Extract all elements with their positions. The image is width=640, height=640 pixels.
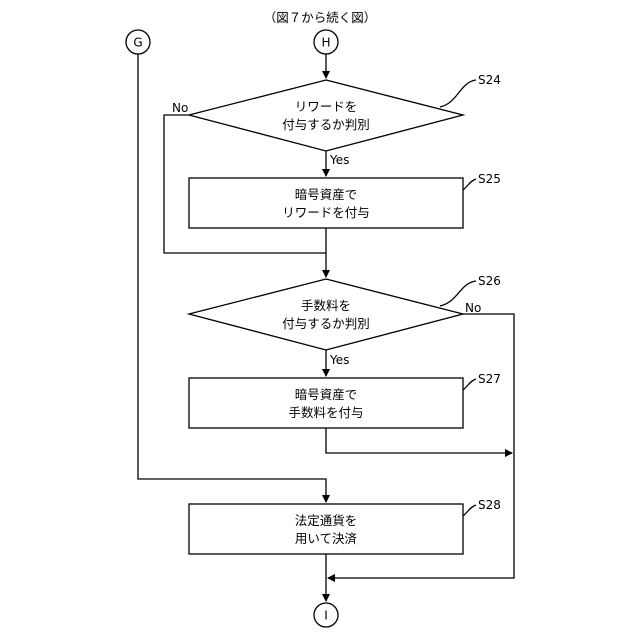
process-s25: 暗号資産で リワードを付与 (189, 178, 463, 228)
s24-no-label: No (172, 101, 188, 115)
s28-step-id: S28 (478, 498, 501, 512)
connector-h: H (314, 30, 338, 54)
connector-h-label: H (321, 36, 330, 50)
decision-s26: 手数料を 付与するか判別 (189, 279, 463, 350)
s26-step-id: S26 (478, 274, 501, 288)
s26-line2: 付与するか判別 (282, 316, 370, 331)
s28-leader (463, 505, 476, 516)
s26-line1: 手数料を (301, 298, 351, 313)
s27-line2: 手数料を付与 (288, 405, 363, 420)
decision-s24: リワードを 付与するか判別 (189, 80, 463, 151)
connector-g-label: G (133, 36, 142, 50)
process-s27: 暗号資産で 手数料を付与 (189, 378, 463, 428)
s27-line1: 暗号資産で (295, 387, 358, 402)
connector-g: G (126, 30, 150, 54)
s24-line1: リワードを (295, 99, 358, 114)
s24-leader (440, 80, 476, 107)
s28-line2: 用いて決済 (295, 531, 358, 546)
s25-step-id: S25 (478, 172, 501, 186)
s25-line1: 暗号資産で (295, 187, 358, 202)
s27-leader (463, 379, 476, 390)
s27-to-merge-path (326, 428, 512, 453)
s26-no-label: No (465, 301, 481, 315)
s28-line1: 法定通貨を (295, 513, 358, 528)
figure-caption: （図７から続く図） (264, 10, 377, 25)
connector-i-label: I (324, 609, 328, 623)
s25-leader (463, 179, 476, 190)
s25-line2: リワードを付与 (282, 205, 370, 220)
connector-i: I (314, 603, 338, 627)
s26-yes-label: Yes (329, 353, 349, 367)
s24-yes-label: Yes (329, 153, 349, 167)
s24-line2: 付与するか判別 (282, 117, 370, 132)
s27-step-id: S27 (478, 372, 501, 386)
process-s28: 法定通貨を 用いて決済 (189, 504, 463, 554)
s24-step-id: S24 (478, 73, 501, 87)
